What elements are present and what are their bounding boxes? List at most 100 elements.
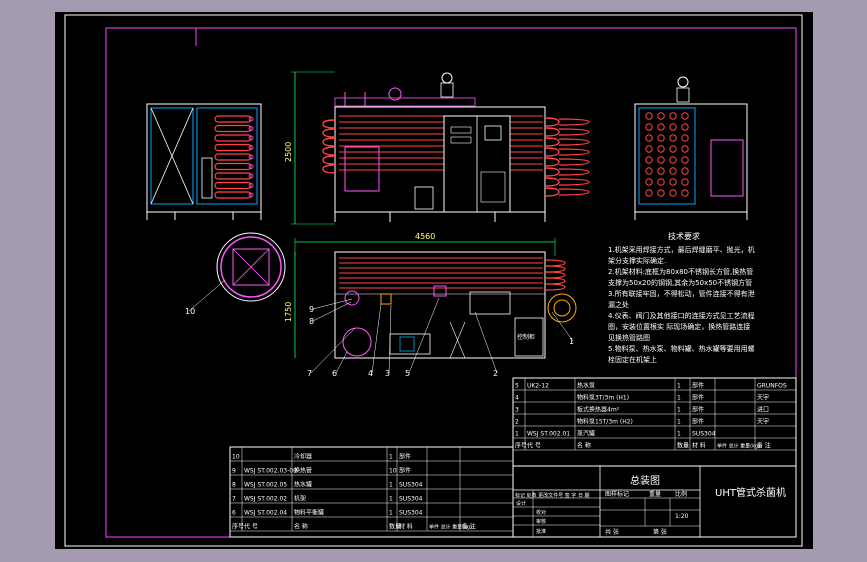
leader-line — [312, 298, 353, 310]
tech-req-line: 2.机架材料:底框为80x80不锈钢长方管,换热管 — [608, 267, 753, 276]
coil-section — [669, 178, 677, 186]
bom-cell: 物料平衡罐 — [294, 509, 324, 517]
bom-cell: SUS304 — [399, 510, 423, 517]
coil-section — [657, 134, 665, 142]
coil-section — [669, 167, 677, 175]
role-approve: 批准 — [536, 528, 546, 535]
coil-bend — [558, 188, 590, 196]
bom-cell: 部件 — [692, 394, 704, 402]
left-coil-ends — [322, 119, 336, 174]
coil-loop — [214, 115, 252, 123]
bom-cell: 10 — [389, 468, 397, 475]
tech-req-line: 3.所有联接牢固，不得松动，管件连接不得有泄 — [608, 289, 755, 298]
coil-section — [681, 145, 689, 153]
role-review: 审核 — [536, 518, 546, 525]
drawing-sheet: 2500 4560 1750 控制柜 — [55, 12, 813, 549]
cad-drawing: 2500 4560 1750 控制柜 — [64, 14, 803, 547]
bom-cell: 换热管 — [294, 467, 312, 475]
outer-frame — [64, 14, 803, 547]
coil-section — [645, 134, 653, 142]
callout-number: 8 — [309, 317, 314, 326]
coil-loop — [214, 153, 252, 161]
bom-header: 数量 — [677, 442, 689, 450]
coil-loop — [214, 181, 252, 190]
coil-bend — [544, 147, 560, 157]
top-view: 4560 1750 控制柜 — [284, 232, 577, 359]
tech-req-line: 见换热管路图 — [608, 333, 650, 342]
coil-section — [681, 189, 689, 197]
callout-number: 5 — [405, 369, 410, 378]
bom-header: 单件 总计 重量(kg) — [429, 524, 472, 531]
coil-bend — [544, 259, 566, 267]
bom-cell: 部件 — [692, 406, 704, 414]
bom-cell: 天宇 — [757, 394, 769, 402]
leader-line — [408, 297, 440, 374]
coil-bend — [544, 265, 566, 273]
coil-bend — [544, 283, 566, 291]
bom-cell: 3 — [515, 407, 519, 414]
bom-cell: UK2-12 — [527, 383, 549, 390]
coil-section — [669, 145, 677, 153]
bom-cell: WSJ ST.002.02 — [244, 496, 287, 503]
coil-section — [657, 156, 665, 164]
coil-fitting — [248, 173, 254, 179]
bom-header: 代 号 — [527, 442, 541, 450]
bom-cell: 部件 — [692, 382, 704, 390]
leader-line — [371, 303, 382, 374]
top-pipes — [335, 257, 566, 295]
bom-cell: 机架 — [294, 495, 306, 503]
scale-value: 1:20 — [675, 513, 689, 520]
tech-req-line: 1.机架采用焊接方式，最后焊缝磨平、抛光，机 — [608, 245, 755, 254]
leader-line — [551, 311, 574, 342]
coil-section — [681, 156, 689, 164]
bom-cell: 9 — [232, 468, 236, 475]
tech-req-line: 架分支撑实际确定. — [608, 256, 666, 265]
coil-section — [645, 112, 653, 120]
leader-line — [310, 327, 356, 374]
bom-cell: 部件 — [399, 453, 411, 461]
bom-header: 序号 — [515, 442, 527, 450]
bom-cell: 1 — [677, 383, 681, 390]
bom-header: 名 称 — [577, 442, 591, 450]
bom-cell: WSJ ST.002.03-00 — [244, 468, 297, 475]
coil-bend — [558, 128, 590, 136]
bom-header: 材 料 — [399, 523, 413, 531]
stage-label: 图样标记 — [605, 490, 629, 498]
callout-number: 7 — [307, 369, 312, 378]
product-name: UHT管式杀菌机 — [715, 486, 786, 499]
bom-cell: 冷却器 — [294, 453, 312, 461]
leader-line — [312, 301, 352, 322]
coil-fitting — [248, 126, 254, 131]
bom-cell: 1 — [677, 431, 681, 438]
bom-cell: WSJ ST.002.05 — [244, 482, 287, 489]
coil-bend — [558, 158, 590, 166]
coil-bend — [558, 168, 590, 176]
coil-bend — [544, 187, 560, 197]
technical-requirements: 技术要求 1.机架采用焊接方式，最后焊缝磨平、抛光，机 架分支撑实际确定. 2.… — [608, 231, 755, 364]
left-coil-bank — [214, 115, 254, 199]
scale-label: 比例 — [675, 490, 687, 498]
cooler-detail-view — [216, 232, 286, 302]
callout-number: 1 — [569, 337, 574, 346]
bom-header: 代 号 — [244, 523, 258, 531]
coil-section — [669, 189, 677, 197]
bom-cell: 8 — [232, 482, 236, 489]
leader-line — [188, 279, 226, 312]
coil-section — [681, 134, 689, 142]
coil-bend — [558, 118, 590, 126]
bom-cell: SUS304 — [399, 496, 423, 503]
tech-req-heading: 技术要求 — [668, 231, 700, 241]
coil-bend — [322, 128, 336, 138]
bom-cell: 物料泵3T/3m (H1) — [577, 394, 629, 402]
coil-section — [657, 123, 665, 131]
coil-loop — [214, 143, 252, 152]
coil-bend — [544, 127, 560, 137]
coil-section — [681, 167, 689, 175]
coil-fitting — [248, 116, 254, 122]
callout-number: 3 — [385, 369, 390, 378]
coil-bend — [544, 117, 560, 127]
coil-section — [657, 178, 665, 186]
leader-line — [335, 351, 348, 374]
right-view-coils — [645, 112, 689, 197]
bom-header: 序号 — [232, 523, 244, 531]
